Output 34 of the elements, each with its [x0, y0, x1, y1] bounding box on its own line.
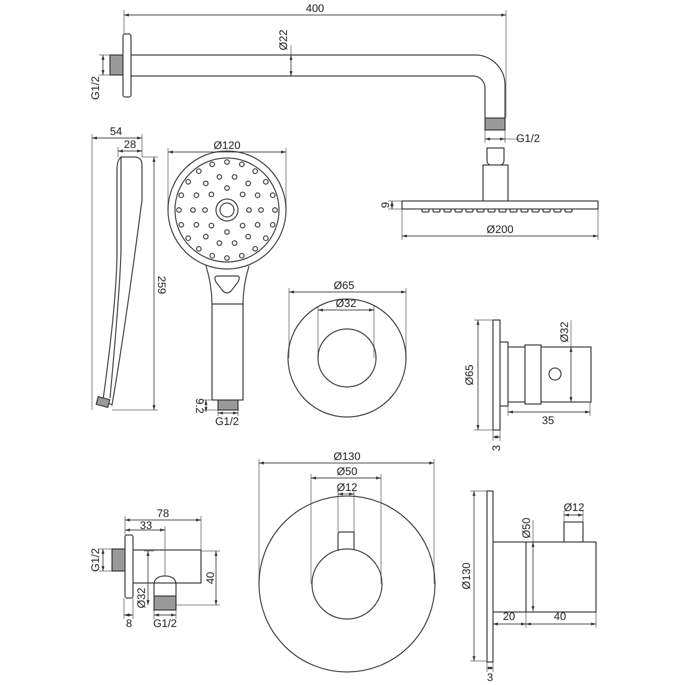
dimension-label: Ø65 [464, 364, 476, 386]
dimension-label: Ø22 [278, 30, 290, 50]
dimension-label: 20 [502, 611, 516, 623]
dimension-label: G1/2 [90, 76, 102, 100]
dimension-label: Ø50 [336, 466, 358, 478]
dimension-label: 33 [140, 520, 152, 532]
dimension-label: Ø32 [559, 322, 571, 342]
dimension-label: 40 [205, 572, 217, 584]
dimension-label: 3 [486, 672, 494, 684]
dimension-label: Ø130 [334, 451, 360, 463]
dimension-label: 35 [542, 415, 554, 427]
dimension-label: G1/2 [90, 548, 102, 572]
dimension-label: Ø32 [336, 298, 356, 310]
dimension-label: G1/2 [516, 133, 540, 145]
dimension-label: G1/2 [215, 416, 239, 428]
dimension-label: 400 [306, 3, 324, 15]
dimension-label: Ø50 [521, 518, 533, 538]
dimension-label: Ø120 [214, 140, 240, 152]
dimension-label: 9 [380, 202, 392, 208]
dimension-label: 8 [126, 618, 132, 630]
dimension-label: Ø12 [564, 502, 584, 514]
dimension-label: 28 [124, 139, 136, 151]
dimension-label: 3 [491, 444, 503, 452]
dimension-label: G1/2 [153, 618, 177, 630]
dimension-label: Ø200 [486, 224, 514, 236]
dimension-label: Ø32 [136, 588, 148, 608]
dimension-label: Ø12 [336, 482, 358, 494]
dimension-label: Ø65 [334, 280, 354, 292]
dimension-label: Ø130 [461, 562, 473, 590]
dimension-label: 259 [155, 276, 167, 294]
dimension-label: 40 [554, 611, 566, 623]
dimension-label: 78 [156, 508, 170, 520]
dimension-label: 54 [110, 126, 122, 138]
dimension-label: 9.2 [193, 398, 205, 414]
